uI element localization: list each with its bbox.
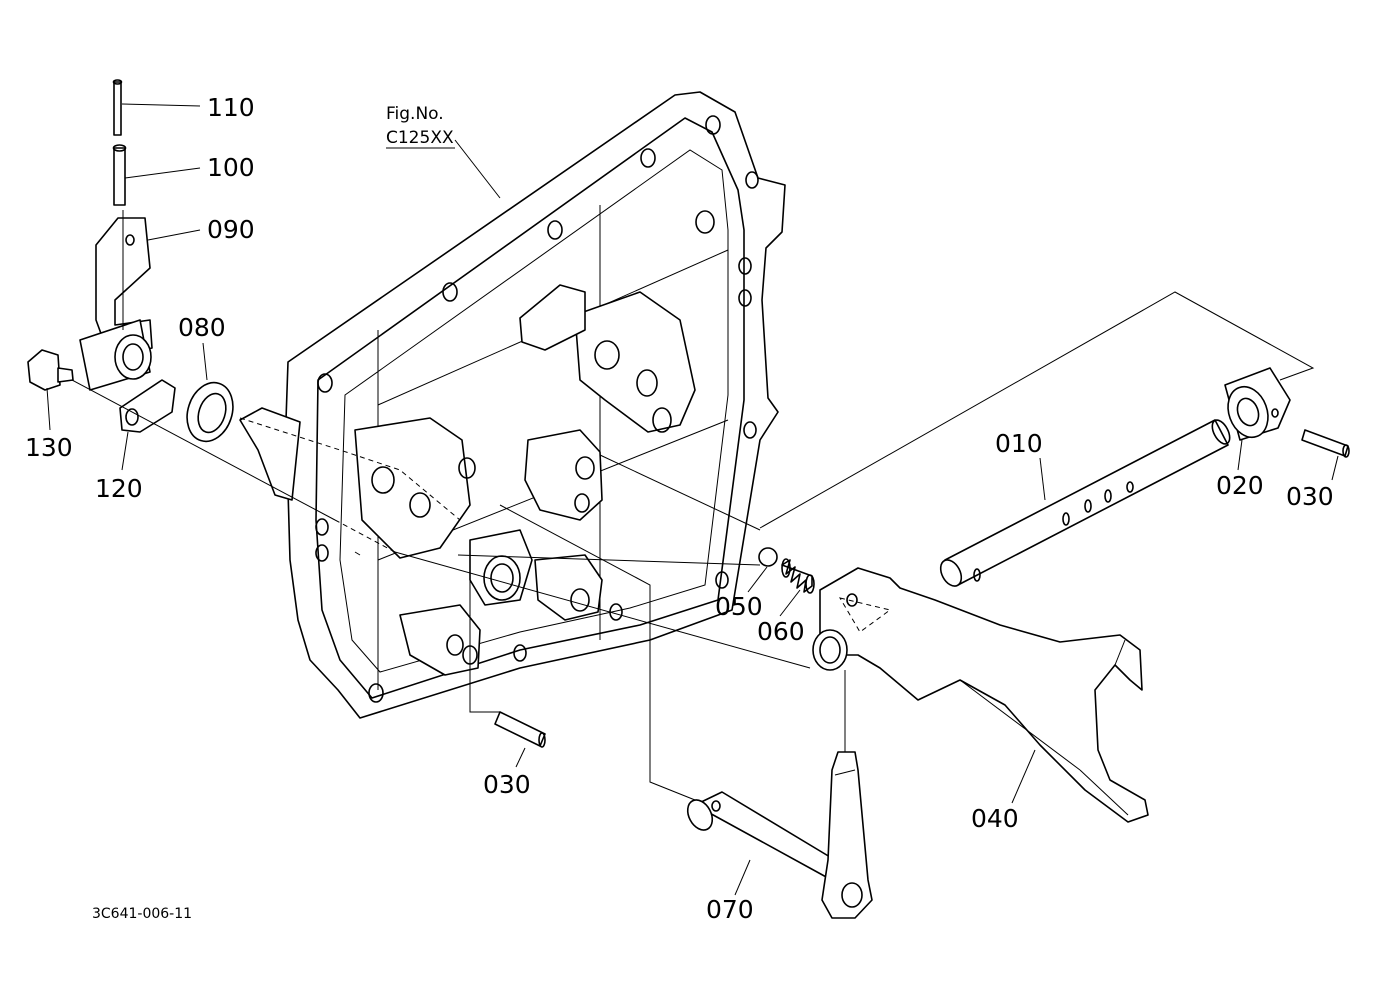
shift-fork-040	[812, 567, 1149, 823]
callout-110: 110	[207, 93, 255, 122]
figure-reference: Fig.No. C125XX 3C641-006-11	[92, 104, 455, 922]
callout-020: 020	[1216, 471, 1264, 500]
leader-lines	[46, 103, 1339, 896]
spring-pin-030-right	[1301, 429, 1350, 458]
fig-no-label: Fig.No.	[386, 104, 444, 124]
shift-arm-070	[686, 751, 873, 919]
callout-040: 040	[971, 804, 1019, 833]
housing-cover	[239, 91, 786, 719]
assembly-lines	[71, 291, 1315, 801]
spring-pin-030-lower	[494, 711, 546, 748]
callout-060: 060	[757, 617, 805, 646]
fig-code: C125XX	[386, 128, 454, 148]
bolt-130	[27, 349, 74, 391]
callout-050: 050	[715, 592, 763, 621]
oil-seal-080	[186, 381, 234, 443]
spring-060	[781, 558, 815, 594]
callout-120: 120	[95, 474, 143, 503]
callout-090: 090	[207, 215, 255, 244]
pin-100	[112, 144, 127, 206]
shift-rod-010	[939, 419, 1231, 587]
callout-070: 070	[706, 895, 754, 924]
ball-050	[758, 547, 778, 567]
callout-030-right: 030	[1286, 482, 1334, 511]
callout-130: 130	[25, 433, 73, 462]
callout-080: 080	[178, 313, 226, 342]
pin-110	[112, 79, 123, 136]
collar-020	[1224, 367, 1291, 441]
drawing-code: 3C641-006-11	[92, 906, 192, 922]
callout-100: 100	[207, 153, 255, 182]
callout-010: 010	[995, 429, 1043, 458]
callout-030-lower: 030	[483, 770, 531, 799]
lever-090	[79, 210, 153, 391]
callout-labels: 110 100 090 080 130 120 010 020 030 050 …	[25, 93, 1334, 924]
plate-120	[119, 379, 176, 433]
